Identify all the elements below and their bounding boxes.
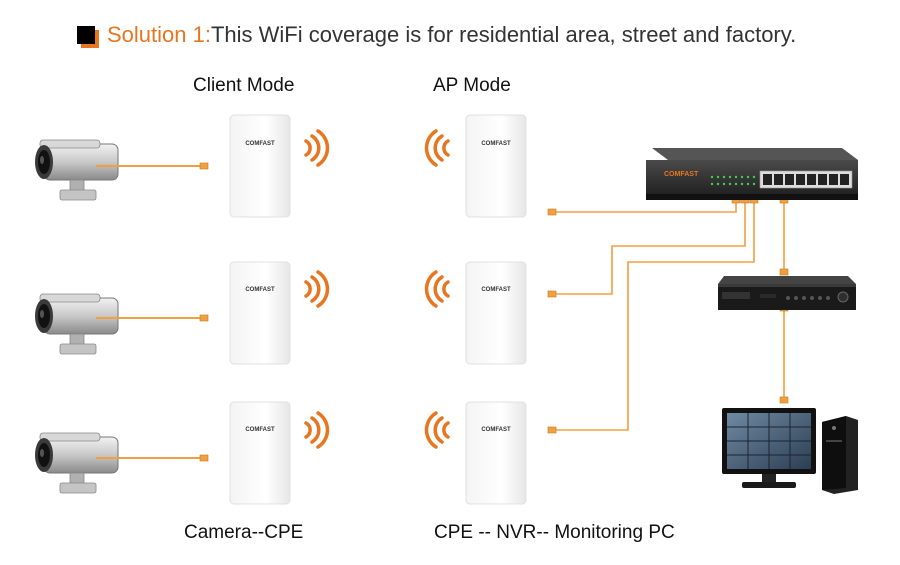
- client-mode-label: Client Mode: [193, 75, 295, 96]
- wifi-signal-icon: [424, 411, 450, 449]
- ap-cpe-2: COMFAST: [465, 261, 527, 365]
- page-title: Solution 1:This WiFi coverage is for res…: [77, 22, 796, 48]
- cpe-nvr-pc-label: CPE -- NVR-- Monitoring PC: [434, 522, 675, 543]
- monitoring-pc: [722, 408, 858, 494]
- cpe-brand: COMFAST: [245, 141, 275, 147]
- nvr-recorder: [718, 276, 856, 310]
- client-cpe-2: COMFAST: [229, 261, 291, 365]
- cpe-brand: COMFAST: [245, 287, 275, 293]
- wifi-signal-icon: [424, 270, 450, 308]
- bullet-square-icon: [77, 26, 95, 44]
- wifi-signal-icon: [304, 129, 330, 167]
- switch-cables: [552, 200, 785, 431]
- camera-cpe-label: Camera--CPE: [184, 522, 304, 543]
- cpe-brand: COMFAST: [481, 287, 511, 293]
- client-cpe-1: COMFAST: [229, 114, 291, 218]
- ap-mode-label: AP Mode: [433, 75, 511, 96]
- camera-3: [34, 432, 119, 494]
- ap-cpe-3: COMFAST: [465, 401, 527, 505]
- wifi-signal-icon: [424, 129, 450, 167]
- cpe-brand: COMFAST: [481, 427, 511, 433]
- wifi-signal-icon: [304, 270, 330, 308]
- ap-cpe-1: COMFAST: [465, 114, 527, 218]
- network-switch: COMFAST: [646, 148, 858, 200]
- switch-brand: COMFAST: [664, 171, 699, 178]
- title-highlight: Solution 1:: [107, 22, 211, 47]
- wifi-signal-icon: [304, 411, 330, 449]
- camera-cables: [96, 162, 209, 462]
- cable-plugs: [547, 196, 789, 434]
- cpe-brand: COMFAST: [245, 427, 275, 433]
- title-text: This WiFi coverage is for residential ar…: [210, 22, 797, 47]
- camera-2: [34, 293, 119, 355]
- camera-1: [34, 139, 119, 201]
- client-cpe-3: COMFAST: [229, 401, 291, 505]
- cpe-brand: COMFAST: [481, 141, 511, 147]
